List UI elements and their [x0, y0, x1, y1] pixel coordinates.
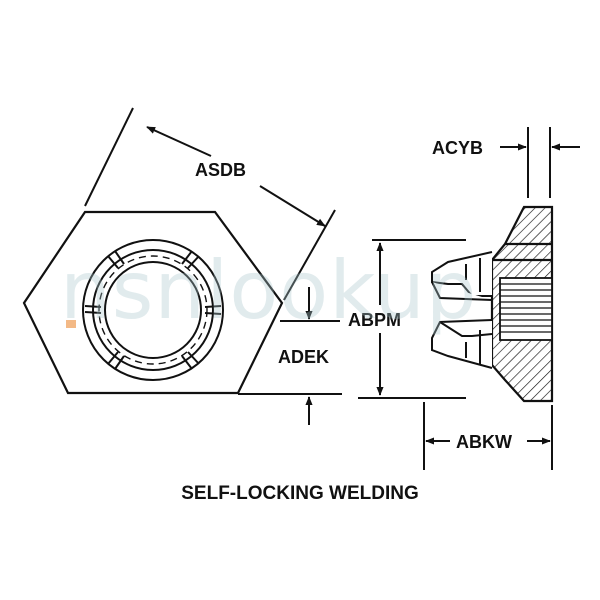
label-abpm: ABPM [348, 310, 401, 330]
watermark: nsnlookup [60, 244, 478, 337]
locking-ring [82, 239, 224, 381]
asdb-arrow-left [146, 126, 212, 157]
thread-bore [499, 277, 553, 341]
asdb-extension-left [84, 107, 134, 207]
watermark-text: nsnlookup [60, 244, 478, 337]
dimension-acyb [500, 127, 580, 198]
diagram-caption: SELF-LOCKING WELDING [181, 483, 418, 504]
dimension-adek [238, 287, 342, 425]
dimension-abpm [358, 239, 466, 399]
label-adek: ADEK [278, 347, 329, 367]
ring-slots [84, 250, 222, 370]
dimension-asdb [84, 107, 336, 301]
label-acyb: ACYB [432, 138, 483, 158]
thread-lines [500, 283, 552, 333]
locking-fingers [431, 251, 493, 369]
label-abkw: ABKW [456, 432, 512, 452]
watermark-dot [66, 320, 76, 328]
nut-side-view [431, 205, 554, 403]
dimension-abkw [423, 402, 553, 470]
hex-nut-front-view [22, 210, 284, 395]
asdb-arrow-right [259, 185, 326, 227]
label-asdb: ASDB [195, 160, 246, 180]
asdb-extension-right [283, 209, 336, 301]
